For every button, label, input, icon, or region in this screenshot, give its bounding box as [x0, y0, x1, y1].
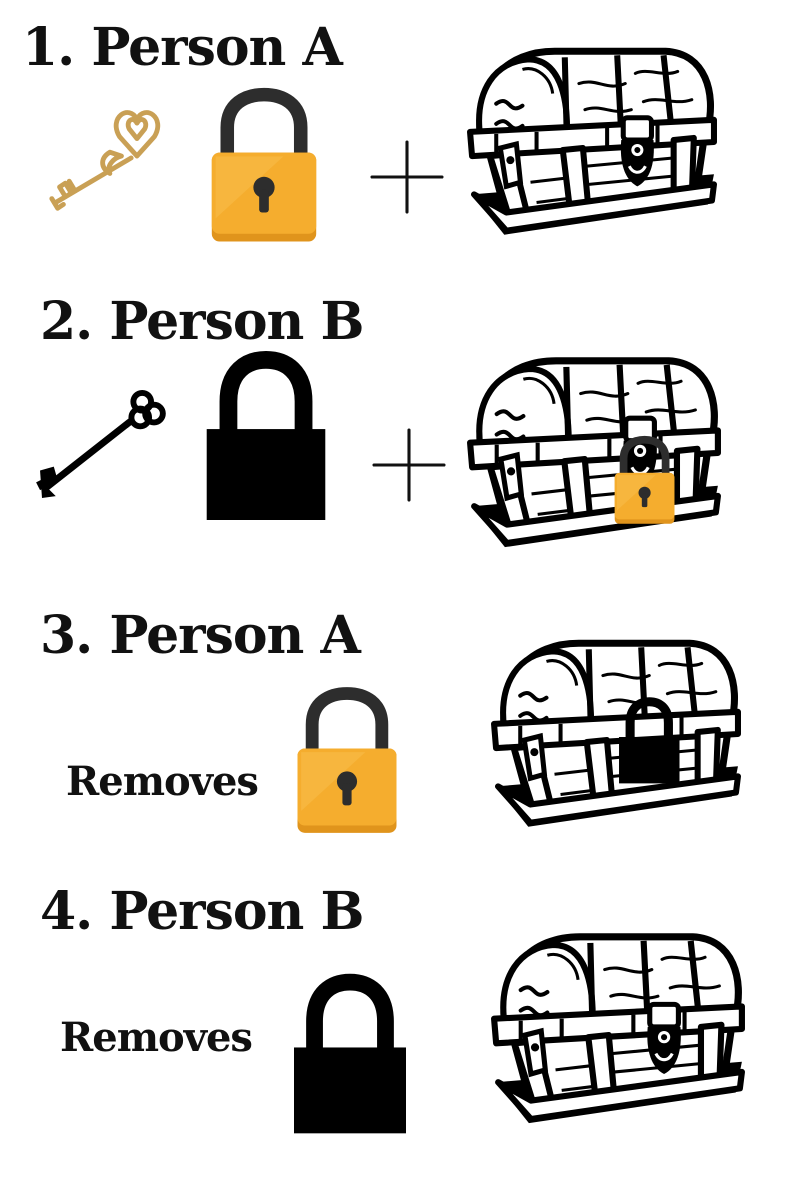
step-3: 3. Person A Removes: [0, 590, 800, 860]
step-4-action-label: Removes: [60, 1014, 253, 1061]
treasure-chest-icon: [466, 42, 718, 246]
step-4-heading: 4. Person B: [40, 881, 364, 942]
treasure-chest-icon: [466, 350, 722, 560]
step-3-heading: 3. Person A: [40, 605, 361, 666]
step-1-heading: 1. Person A: [22, 17, 343, 78]
plus-sign: [372, 428, 446, 502]
treasure-chest-icon: [490, 928, 746, 1134]
step-2: 2. Person B: [0, 280, 800, 570]
treasure-chest-icon: [490, 634, 742, 838]
skeleton-key-icon: [34, 388, 162, 500]
gold-padlock-icon: [292, 690, 402, 840]
plus-sign: [370, 140, 444, 214]
black-padlock-icon: [294, 974, 406, 1134]
step-2-heading: 2. Person B: [40, 291, 364, 352]
black-padlock-icon: [206, 352, 326, 520]
ornate-gold-key-icon: [46, 100, 166, 214]
step-1: 1. Person A: [0, 0, 800, 270]
step-3-action-label: Removes: [66, 758, 259, 805]
step-4: 4. Person B Removes: [0, 870, 800, 1170]
gold-padlock-icon: [206, 92, 322, 248]
